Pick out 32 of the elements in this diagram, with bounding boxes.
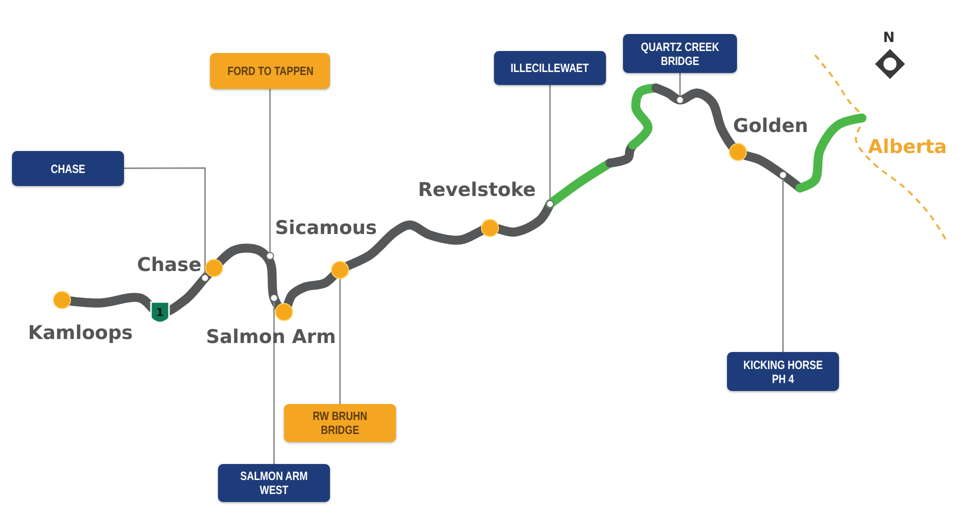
waypoint-marker bbox=[779, 171, 787, 179]
province-name: Alberta bbox=[868, 136, 947, 158]
town-marker bbox=[275, 303, 293, 321]
leader-line bbox=[339, 279, 341, 404]
leader-line bbox=[549, 85, 551, 200]
project-label: FORD TO TAPPEN bbox=[210, 53, 330, 89]
waypoint-marker bbox=[546, 200, 554, 208]
waypoint-marker bbox=[201, 274, 209, 282]
highway-number: 1 bbox=[156, 306, 164, 319]
town-marker bbox=[729, 143, 747, 161]
town-name: Golden bbox=[733, 117, 808, 136]
leader-line bbox=[269, 89, 271, 252]
leader-line bbox=[679, 73, 681, 96]
leader-line bbox=[273, 302, 275, 464]
compass-north-label: N bbox=[883, 30, 895, 46]
project-label: ILLECILLEWAET bbox=[494, 51, 606, 85]
project-label: KICKING HORSE PH 4 bbox=[727, 352, 839, 391]
project-label: QUARTZ CREEK BRIDGE bbox=[623, 34, 737, 73]
town-name: Revelstoke bbox=[418, 181, 536, 200]
town-marker bbox=[481, 219, 499, 237]
town-name: Sicamous bbox=[275, 219, 377, 238]
leader-line bbox=[782, 179, 784, 352]
project-label: SALMON ARM WEST bbox=[218, 464, 330, 502]
town-marker bbox=[331, 261, 349, 279]
town-name: Chase bbox=[137, 256, 202, 275]
project-label: CHASE bbox=[12, 151, 124, 186]
leader-line bbox=[124, 167, 206, 274]
town-marker bbox=[53, 291, 71, 309]
town-name: Kamloops bbox=[28, 324, 133, 343]
waypoint-marker bbox=[266, 252, 274, 260]
town-marker bbox=[205, 259, 223, 277]
project-label: RW BRUHN BRIDGE bbox=[284, 404, 396, 442]
